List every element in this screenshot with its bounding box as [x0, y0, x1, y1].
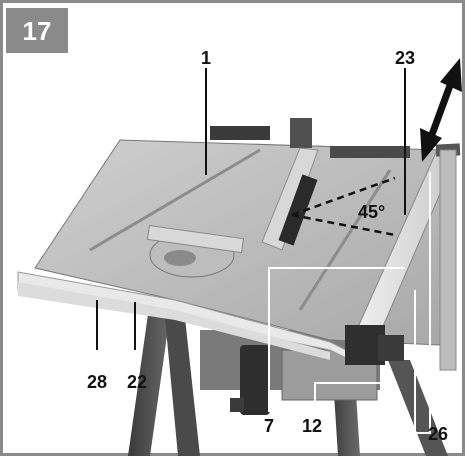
figure-number-badge	[6, 8, 68, 53]
mitre-gauge	[146, 224, 245, 278]
rear-fence	[210, 126, 270, 140]
double-arrow-icon	[420, 58, 462, 162]
label-26: 26	[428, 424, 448, 444]
label-28: 28	[87, 372, 107, 392]
leader-12	[314, 382, 380, 412]
label-23: 23	[395, 48, 415, 68]
leader-26	[414, 172, 431, 434]
blade-guard	[261, 147, 319, 251]
label-angle: 45°	[358, 202, 385, 222]
label-7: 7	[264, 416, 274, 436]
angle-line-upper	[291, 176, 396, 217]
angle-line-lower	[291, 213, 396, 237]
label-1: 1	[201, 48, 211, 68]
label-12: 12	[302, 416, 322, 436]
leader-7	[268, 267, 405, 412]
figure-number: 17	[23, 16, 52, 46]
label-22: 22	[127, 372, 147, 392]
